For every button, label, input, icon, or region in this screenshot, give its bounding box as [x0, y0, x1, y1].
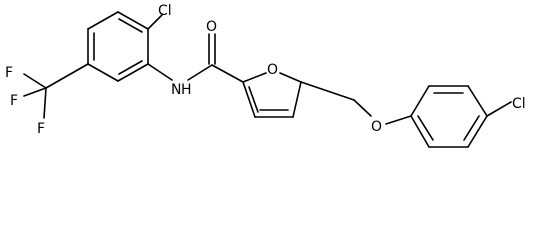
bond-ring1-inner-b — [118, 60, 143, 75]
bond-furan-ch2 — [300, 81, 355, 101]
bond-ring1-a — [117, 11, 149, 30]
atom-o-carbonyl: O — [206, 19, 217, 35]
atom-o-ether: O — [371, 119, 382, 135]
bond-furan-b — [279, 72, 302, 83]
bond-ch2-o — [353, 99, 372, 117]
bond-o-ring — [385, 115, 412, 125]
atom-f3: F — [37, 121, 45, 137]
bond-ring1-c — [117, 63, 149, 82]
bond-c-f3 — [43, 87, 47, 119]
atom-f1: F — [5, 65, 13, 81]
bond-ring1-inner-a — [118, 18, 143, 33]
atom-o-furan: O — [267, 62, 278, 78]
atom-cl-top: Cl — [158, 3, 172, 19]
bond-ring-n — [147, 63, 173, 81]
atom-h-amide: H — [181, 82, 192, 98]
bond-furan-e — [242, 81, 256, 118]
bond-ring1-d — [87, 63, 119, 82]
bond-furan-inner-b — [248, 86, 259, 113]
bond-n-c — [187, 64, 213, 81]
bond-ring2-inner-c — [417, 115, 434, 141]
atom-n-amide: N — [171, 82, 181, 98]
bond-c-f1 — [23, 73, 47, 89]
bond-ring2-inner-b — [463, 115, 480, 141]
bond-furan-c — [292, 81, 302, 118]
bonds — [23, 11, 512, 148]
bond-ring2-a — [410, 85, 430, 117]
bond-ring2-f — [410, 115, 430, 148]
bond-c-furan — [211, 64, 244, 83]
atom-cl-right: Cl — [512, 96, 526, 112]
atom-f2: F — [10, 93, 18, 109]
bond-ring-cf3 — [45, 63, 89, 89]
bond-ring1-f — [87, 11, 119, 30]
bond-c-f2 — [23, 87, 47, 97]
bond-furan-a — [242, 72, 267, 83]
bond-ring2-d — [467, 115, 488, 148]
bond-c-cl-top — [147, 14, 163, 30]
atom-labels: Cl F F F N H O O O Cl — [5, 3, 526, 137]
chemical-structure-diagram: Cl F F F N H O O O Cl — [5, 3, 526, 148]
bond-ring2-c — [467, 85, 488, 117]
bond-c-cl-right — [486, 101, 512, 117]
